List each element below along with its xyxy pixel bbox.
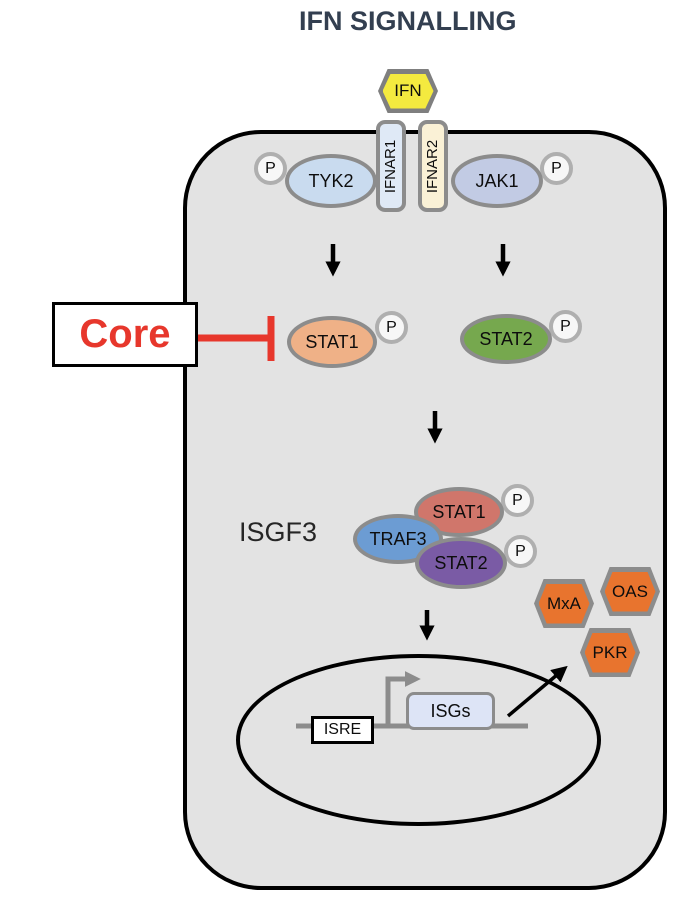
oas-label: OAS: [604, 571, 656, 612]
nucleus: [236, 654, 601, 826]
ifnar2-receptor: IFNAR2: [418, 120, 448, 212]
tyk2-label: TYK2: [308, 170, 354, 191]
stat1-phospho-badge: P: [375, 311, 408, 344]
ifnar1-label: IFNAR1: [382, 139, 400, 193]
stat1-label: STAT1: [305, 331, 359, 352]
stat2-phospho-badge: P: [549, 310, 582, 343]
ifn-label: IFN: [382, 73, 434, 109]
traf3-protein: TRAF3: [353, 514, 443, 564]
stat1-protein: STAT1: [287, 316, 377, 368]
jak1-kinase: JAK1: [451, 154, 543, 208]
phospho-label: P: [515, 542, 526, 560]
ifn-ligand-hexagon: IFN: [378, 69, 438, 113]
jak1-phospho-badge: P: [540, 152, 573, 185]
isgf3-complex-label: ISGF3: [239, 517, 318, 547]
isgf3-stat1-phospho-badge: P: [501, 484, 534, 517]
core-label: Core: [79, 312, 171, 356]
isre-box: ISRE: [311, 716, 374, 744]
isgf3-stat2-protein: STAT2: [415, 537, 507, 589]
ifnar1-receptor: IFNAR1: [376, 120, 406, 212]
tyk2-kinase: TYK2: [285, 154, 377, 208]
phospho-label: P: [386, 318, 397, 336]
isgf3-stat2-phospho-badge: P: [504, 535, 537, 568]
phospho-label: P: [560, 317, 571, 335]
isgs-label: ISGs: [430, 700, 471, 721]
phospho-label: P: [265, 159, 276, 177]
phospho-label: P: [512, 491, 523, 509]
stat2-protein: STAT2: [460, 314, 552, 364]
mxa-product-hexagon: MxA: [534, 579, 594, 628]
page-title: IFN SIGNALLING: [299, 6, 517, 36]
pkr-label: PKR: [584, 632, 636, 673]
isgf3-stat2-label: STAT2: [434, 552, 488, 573]
isgf3-stat1-protein: STAT1: [414, 487, 504, 537]
core-inhibitor-box: Core: [52, 302, 198, 367]
ifnar2-label: IFNAR2: [424, 139, 442, 193]
stat2-label: STAT2: [479, 328, 533, 349]
oas-product-hexagon: OAS: [600, 567, 660, 616]
isgf3-stat1-label: STAT1: [432, 501, 486, 522]
phospho-label: P: [551, 159, 562, 177]
tyk2-phospho-badge: P: [254, 152, 287, 185]
traf3-label: TRAF3: [369, 528, 427, 549]
jak1-label: JAK1: [475, 170, 519, 191]
mxa-label: MxA: [538, 583, 590, 624]
isre-label: ISRE: [323, 721, 362, 738]
isgs-box: ISGs: [406, 692, 495, 730]
pkr-product-hexagon: PKR: [580, 628, 640, 677]
